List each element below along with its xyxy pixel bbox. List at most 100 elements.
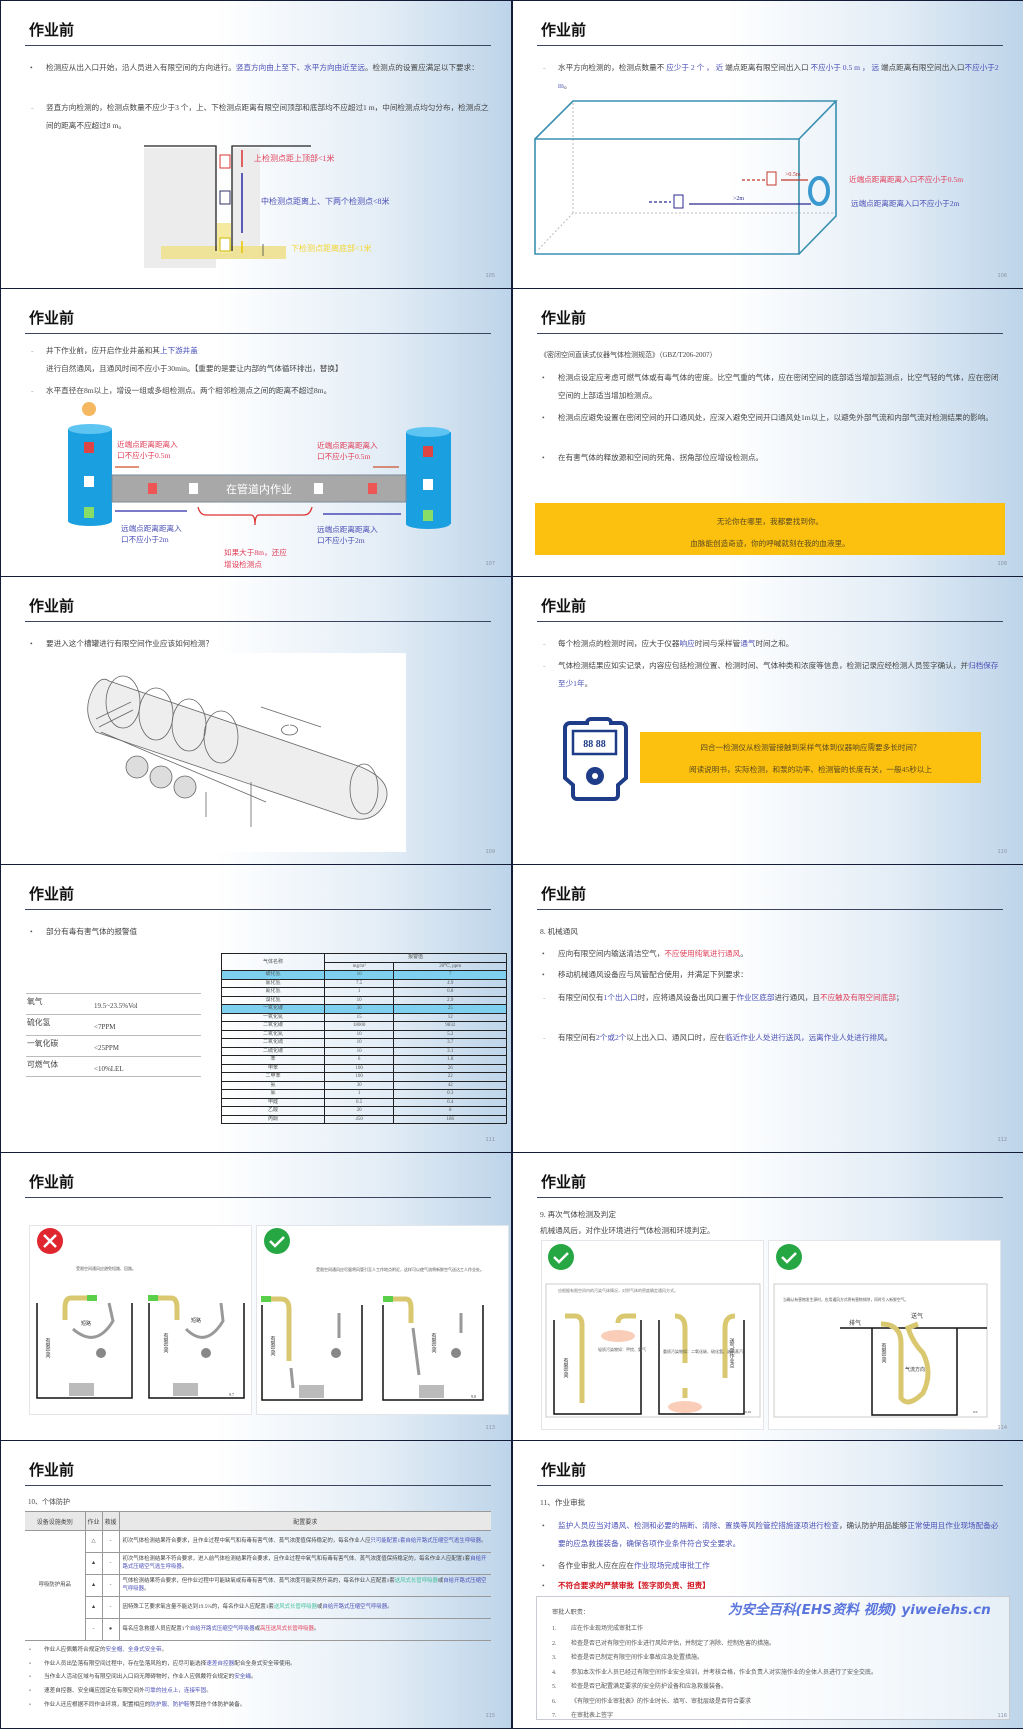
text-segment: 时间与采样管	[694, 639, 741, 648]
quote-box: 无论你在哪里，我都要找到你。 血脉能创造奇迹，你的呼喊就刻在我的血液里。	[535, 503, 1005, 555]
text-segment: 初次气体检测结果不符合要求，进入前气体检测结果符合要求，且作业过程中氧气和有毒有…	[122, 1556, 471, 1563]
title-divider	[25, 45, 491, 46]
text-segment: 。	[584, 678, 593, 688]
worker-icon	[82, 402, 96, 416]
table-cell: 9832	[393, 1021, 507, 1031]
duty-text: 检查是否已对有限空间作业进行风险评估，并制定了消除、控制危害的措施。	[571, 1640, 776, 1647]
dim-far: >2m	[733, 196, 744, 202]
requirement-cell: 每名应急救援人员应配置1个自给开路式压缩空气呼吸器或高压送风式长管呼吸器。	[118, 1618, 491, 1641]
text-segment: 。	[740, 949, 748, 958]
table-cell: 25	[393, 1004, 507, 1014]
table-cell: 氯化氢	[221, 978, 325, 988]
bullet-text: 在有害气体的释放源和空间的死角、拐角部位应增设检测点。	[540, 449, 1005, 467]
slide-title: 作业前	[29, 21, 75, 39]
table-cell: 一氧化碳	[221, 1004, 325, 1014]
svg-text:9.9: 9.9	[973, 1410, 978, 1414]
svg-text:有限空间: 有限空间	[431, 1332, 437, 1354]
text-segment: 进行自然通风，且通风时间不应小于30min。【重要的是要让内部的气体循环排出，替…	[46, 363, 343, 373]
svg-text:应根据有限空间内的污染气体情况，对积气体的密度确定通风方式。: 应根据有限空间内的污染气体情况，对积气体的密度确定通风方式。	[558, 1287, 678, 1293]
table-cell: 22	[393, 1072, 507, 1082]
table-cell: 12	[393, 1012, 507, 1022]
text-segment: 可靠的挂点上，连接牢固	[144, 1688, 207, 1695]
table-cell: 10	[323, 1029, 394, 1039]
alarm-gas: 硫化氢	[27, 1018, 51, 1027]
label-far: 远端点距离距离入口不应小于2m	[851, 198, 960, 208]
quote-line: 血脉能创造奇迹，你的呼喊就刻在我的血液里。	[690, 539, 850, 548]
duty-number: 4.	[552, 1669, 557, 1676]
text-segment: 气体检测结果符合要求，但作业过程中可能缺氧或有毒有害气体、蒸气浓度可能突然升高的…	[122, 1578, 395, 1585]
text-segment: 初次气体检测结果符合要求，且作业过程中氧气和有毒有害气体、蒸气浓度值保持稳定的，…	[122, 1537, 371, 1544]
page-number: 112	[997, 1137, 1007, 1143]
text-segment: 以上出入口、通风口时，应在	[626, 1033, 726, 1042]
table-cell: 1	[323, 1089, 394, 1099]
text-segment: 水平直径在8m以上，增设一组或多组检测点。两个相邻检测点之间的距离不超过8m。	[46, 386, 332, 395]
header-gas-name: 气体名称	[221, 953, 325, 971]
bullet-text: 竖直方向检测的，检测点数量不应少于3 个，上、下检测点距离有限空间顶部和底部均不…	[28, 99, 493, 134]
table-cell: 3.1	[393, 1046, 507, 1056]
col-work: 作业	[84, 1511, 102, 1531]
slide-horizontal-detection: 作业前 水平方向检测的，检测点数量不 应少于 2 个 ， 近 端点距离有限空间出…	[513, 1, 1023, 288]
bullet-text: 气体检测结果应如实记录，内容应包括检测位置、检测时间、气体种类和浓度等信息，检测…	[540, 657, 1005, 692]
svg-text:9.8: 9.8	[471, 1394, 476, 1399]
text-segment: 作业人员出坠落有限空间过程中，存在坠落风险的，应尽可能选择	[44, 1660, 207, 1667]
slide-title: 作业前	[541, 597, 587, 615]
question-line: 四合一检测仪从检测管接触到采样气体到仪器响应需要多长时间？	[700, 743, 921, 752]
alarm-value: <10%LEL	[94, 1065, 124, 1073]
text-segment: 。	[251, 1674, 257, 1681]
detector-far-icon	[673, 194, 684, 209]
pipe-label: 在管道内作业	[226, 482, 292, 496]
text-segment: 送风式长管呼吸器	[394, 1578, 438, 1585]
title-divider	[537, 333, 1003, 334]
bullet-text: 当作业人活动区域与有限空间出入口间无障碍物时，作业人应佩戴符合规定的安全绳。	[29, 1671, 498, 1685]
slide-title: 作业前	[541, 21, 587, 39]
text-segment: 。	[161, 1647, 168, 1653]
text-segment: 不符合要求的严禁审批【签字即负责、担责】	[558, 1581, 710, 1590]
svg-text:有限空间: 有限空间	[163, 1332, 169, 1354]
table-cell: 100	[323, 1063, 394, 1073]
label-mid: 中检测点距离上、下两个检测点<8米	[261, 196, 390, 206]
duty-item: 2.检查是否已对有限空间作业进行风险评估，并制定了消除、控制危害的措施。	[552, 1638, 775, 1647]
svg-text:9.10: 9.10	[745, 1410, 751, 1414]
text-segment: 时，应将通风设备出风口置于	[637, 993, 737, 1002]
duty-text: 在审批表上签字	[571, 1713, 614, 1719]
text-segment: 归档保存至少1年	[558, 661, 999, 688]
check-icon	[264, 1228, 290, 1254]
title-divider	[537, 909, 1003, 910]
text-segment: 。	[181, 1563, 188, 1570]
requirement-cell: 气体检测结果符合要求，但作业过程中可能缺氧或有毒有害气体、蒸气浓度可能突然升高的…	[118, 1574, 491, 1597]
title-divider	[537, 1197, 1003, 1198]
svg-text:受限空间通风应避免短路、回路。: 受限空间通风应避免短路、回路。	[76, 1265, 136, 1271]
bullet-text: 井下作业前，应开启作业井盖和其上下游井盖进行自然通风，且通风时间不应小于30mi…	[28, 342, 493, 377]
ppe-table: 设备设施类别作业救援配置要求 呼吸防护用品△-初次气体检测结果符合要求，且作业过…	[25, 1511, 491, 1641]
bullet-text: 水平直径在8m以上，增设一组或多组检测点。两个相邻检测点之间的距离不超过8m。	[28, 382, 493, 400]
text-segment: 送风式长管呼吸器	[273, 1603, 318, 1610]
page-number: 110	[997, 849, 1007, 855]
text-segment: 速差自控器	[206, 1660, 235, 1667]
table-cell: 二氧化氮	[221, 1029, 325, 1039]
work-mark: -	[84, 1618, 102, 1641]
answer-line: 阅读说明书，实际检测，和泵的功率、检测管的长度有关，一般45秒以上	[689, 765, 932, 774]
category-cell: 呼吸防护用品	[25, 1530, 85, 1641]
slide-title: 作业前	[29, 309, 75, 327]
text-segment: 正常使用且作业现场	[907, 1521, 976, 1530]
text-segment: 不应小于 0.5 m ， 远	[810, 63, 880, 72]
text-segment: ，确认防护用品能够	[838, 1521, 908, 1530]
bullet-text: 部分有毒有害气体的报警值	[28, 923, 493, 941]
svg-text:口不应小于0.5m: 口不应小于0.5m	[317, 451, 370, 461]
slide-ventilation-examples: 作业前 受限空间通风应避免短路、回路。 受限空间通风应尽量将风管引至人工作地点附…	[1, 1153, 511, 1440]
dim-near: >0.5m	[785, 172, 801, 178]
text-segment: 应少于 2 个 ， 近	[666, 63, 724, 72]
bullet-text: 不符合要求的严禁审批【签字即负责、担责】	[540, 1577, 1005, 1595]
alarm-value: <25PPM	[94, 1044, 119, 1052]
check-icon	[776, 1244, 802, 1270]
text-segment: 等其他个体防护装备。	[189, 1701, 246, 1708]
page-number: 116	[997, 1713, 1007, 1719]
text-segment: 应向有限空间内输送清洁空气，	[558, 949, 665, 958]
